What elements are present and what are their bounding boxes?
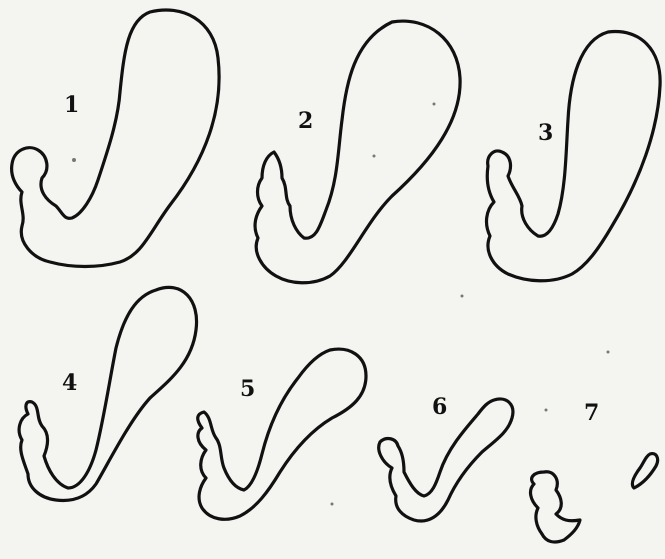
shape-label-1: 1 — [64, 92, 79, 118]
shape-label-3: 3 — [538, 120, 553, 146]
paper-specks — [72, 103, 610, 506]
outline-shape-5 — [198, 349, 366, 519]
shape-label-7: 7 — [584, 400, 599, 426]
shape-label-6: 6 — [432, 394, 447, 420]
outline-shape-2 — [255, 21, 460, 283]
outline-shape-3 — [487, 32, 661, 281]
outline-shape-4 — [19, 287, 196, 500]
shape-label-2: 2 — [298, 108, 313, 134]
shape-label-4: 4 — [62, 370, 77, 396]
outline-shape-1 — [12, 10, 219, 267]
shape-label-5: 5 — [240, 376, 255, 402]
outline-shape-7 — [531, 454, 658, 542]
